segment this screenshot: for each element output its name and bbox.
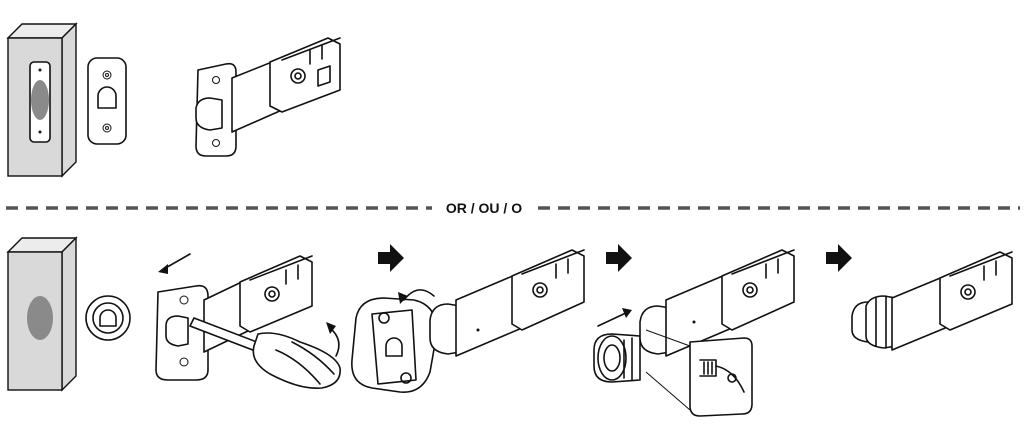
detail-callout [645, 329, 753, 417]
separator: OR / OU / O [6, 200, 1020, 216]
latch-assembled [851, 251, 1013, 351]
separator-label: OR / OU / O [446, 200, 522, 216]
round-hole-insert [85, 295, 131, 341]
faceplate-rotate-step [351, 289, 438, 393]
latch-top [195, 37, 341, 157]
screwdriver-icon [189, 317, 341, 390]
strike-plate-top [87, 57, 127, 145]
arrow-right-icon [378, 244, 404, 272]
arrow-right-icon [826, 244, 852, 272]
latch-body-step-2 [429, 249, 585, 357]
drive-collar-icon [593, 333, 641, 383]
arrow-right-icon [606, 244, 632, 272]
drive-collar-step [593, 249, 795, 417]
door-edge-top [6, 22, 78, 178]
latch-with-screwdriver [155, 253, 313, 381]
rotation-arrow-icon [403, 289, 435, 301]
door-edge-bottom [6, 236, 78, 392]
